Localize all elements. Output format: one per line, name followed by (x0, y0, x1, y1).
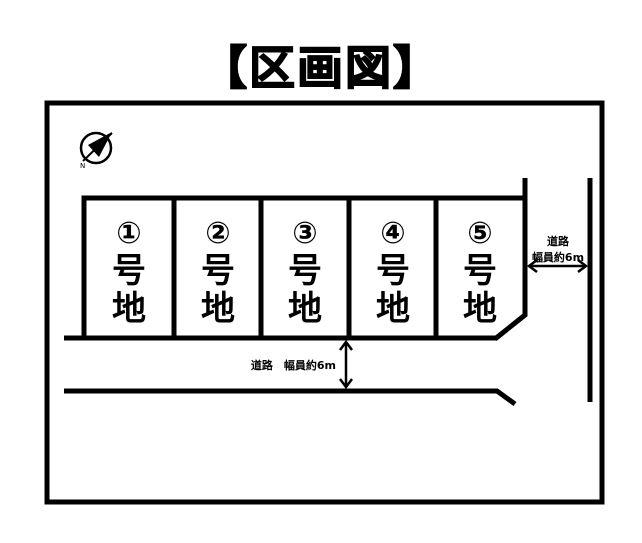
lot-1-number: ① (116, 216, 141, 251)
lot-1-char1: 号 (112, 251, 146, 291)
lots-block (81, 178, 528, 341)
lot-2-number: ② (205, 216, 230, 251)
lot-4-char2: 地 (376, 289, 410, 329)
lot-2-char2: 地 (201, 289, 235, 329)
lot-5-number: ⑤ (467, 216, 492, 251)
road-south-lower-edge (64, 388, 517, 407)
road-east-label-line2: 幅員約6m (532, 250, 584, 264)
lot-1: ① 号 地 (112, 216, 146, 329)
compass-north-arrow-icon: N (79, 131, 113, 170)
road-south-label: 道路 幅員約6m (251, 358, 336, 372)
lot-5: ⑤ 号 地 (463, 216, 497, 329)
lot-2: ② 号 地 (201, 216, 235, 329)
lot-4: ④ 号 地 (376, 216, 410, 329)
road-south-width-arrow-icon (339, 339, 353, 390)
page-title: 【区画図】 (200, 40, 441, 96)
lot-5-char1: 号 (463, 251, 497, 291)
lot-5-char2: 地 (463, 289, 497, 329)
lot-3: ③ 号 地 (288, 216, 322, 329)
lot-4-number: ④ (380, 216, 405, 251)
lot-3-char1: 号 (288, 251, 322, 291)
lot-2-char1: 号 (201, 251, 235, 291)
lot-3-char2: 地 (288, 289, 322, 329)
lot-3-number: ③ (292, 216, 317, 251)
compass-letter: N (80, 162, 85, 170)
road-east-width-arrow-icon (526, 259, 589, 273)
road-east-label-line1: 道路 (547, 234, 570, 248)
lot-4-char1: 号 (376, 251, 410, 291)
map-frame (44, 100, 605, 505)
lot-1-char2: 地 (112, 289, 146, 329)
